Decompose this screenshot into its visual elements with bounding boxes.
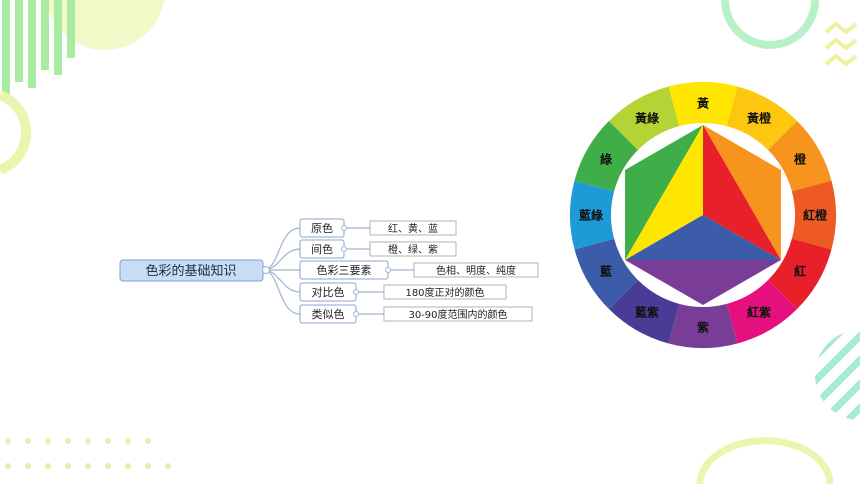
branch-label: 对比色 xyxy=(312,285,345,299)
leaf-label: 30-90度范围内的颜色 xyxy=(408,308,507,321)
wheel-segment xyxy=(668,82,738,127)
mindmap-branch: 原色 红、黄、蓝 xyxy=(299,218,457,238)
decor-arc-top-right xyxy=(721,0,819,49)
secondary-color-triangle xyxy=(625,260,781,305)
primary-color-sector xyxy=(625,125,703,260)
wheel-segment-label: 藍紫 xyxy=(635,304,659,319)
wheel-segment xyxy=(570,180,615,250)
wheel-segment-label: 紅 xyxy=(794,264,806,279)
collapse-toggle-icon xyxy=(341,246,347,252)
leaf-label: 180度正对的颜色 xyxy=(405,286,484,299)
wheel-segment-label: 橙 xyxy=(794,152,807,167)
wheel-segment-label: 藍 xyxy=(600,264,612,279)
leaf-label: 色相、明度、纯度 xyxy=(436,264,516,277)
wheel-segments xyxy=(570,82,836,348)
wheel-segment-label: 綠 xyxy=(600,152,613,167)
wheel-segment-label: 紫 xyxy=(697,320,709,335)
primary-color-sector xyxy=(625,215,781,260)
wheel-segment xyxy=(608,280,680,344)
primary-color-sector xyxy=(703,125,781,260)
mindmap-root-label: 色彩的基础知识 xyxy=(145,263,236,279)
wheel-segment-label: 藍綠 xyxy=(579,208,604,223)
collapse-toggle-icon xyxy=(353,311,359,317)
leaf-label: 橙、绿、紫 xyxy=(388,243,438,256)
wheel-segment xyxy=(768,120,832,192)
decor-zigzag xyxy=(824,21,858,67)
collapse-toggle-icon xyxy=(341,225,347,231)
wheel-segment-label: 黃綠 xyxy=(634,111,660,126)
wheel-segment-label: 紅紫 xyxy=(747,304,771,319)
mindmap-branch: 间色 橙、绿、紫 xyxy=(299,239,457,259)
decor-arc-bottom xyxy=(696,437,834,484)
branch-label: 间色 xyxy=(311,242,333,256)
decor-arc-left xyxy=(0,90,31,175)
decor-stripes-top-left xyxy=(2,0,75,95)
branch-label: 色彩三要素 xyxy=(317,263,372,277)
wheel-segment-label: 黃橙 xyxy=(746,111,772,126)
wheel-segment xyxy=(608,86,680,150)
wheel-segment-label: 黃 xyxy=(696,96,709,111)
leaf-label: 红、黄、蓝 xyxy=(388,222,438,235)
wheel-segment xyxy=(726,280,798,344)
wheel-segment xyxy=(574,120,638,192)
decor-dots xyxy=(5,438,171,469)
wheel-segment xyxy=(791,180,836,250)
wheel-segment xyxy=(768,238,832,310)
collapse-toggle-icon xyxy=(353,289,359,295)
branch-label: 类似色 xyxy=(312,307,345,321)
mindmap-branch: 对比色 180度正对的颜色 xyxy=(299,282,507,302)
wheel-center xyxy=(625,125,781,305)
wheel-segment-label: 紅橙 xyxy=(803,208,828,223)
wheel-segment xyxy=(726,86,798,150)
collapse-toggle-icon xyxy=(262,266,270,274)
collapse-toggle-icon xyxy=(385,267,391,273)
mindmap-branch: 类似色 30-90度范围内的颜色 xyxy=(299,304,533,324)
wheel-segment xyxy=(574,238,638,310)
branch-label: 原色 xyxy=(311,221,333,235)
wheel-segment xyxy=(668,303,738,348)
mindmap-root-node: 色彩的基础知识 xyxy=(119,259,270,282)
mindmap-branch: 色彩三要素 色相、明度、纯度 xyxy=(299,260,539,280)
decor-circle-top xyxy=(45,0,165,50)
